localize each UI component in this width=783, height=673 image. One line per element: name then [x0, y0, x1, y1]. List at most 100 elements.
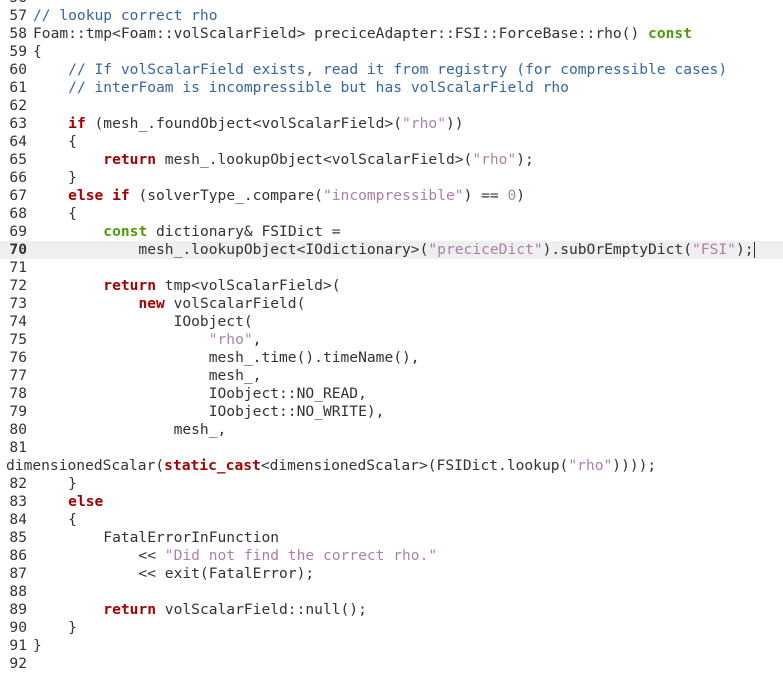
code-text: } — [33, 619, 77, 636]
code-text — [33, 115, 68, 132]
code-text: mesh_.time().timeName(), — [33, 349, 420, 366]
code-string: "Did not find the correct rho." — [164, 547, 438, 564]
code-text: ) == — [463, 187, 508, 204]
code-line-78[interactable]: 78 IOobject::NO_READ, — [0, 385, 783, 403]
code-line-90[interactable]: 90 } — [0, 619, 783, 637]
code-line-57[interactable]: 57 // lookup correct rho — [0, 7, 783, 25]
code-text: { — [33, 43, 42, 60]
code-text: } — [33, 637, 42, 654]
code-comment: // interFoam is incompressible but has v… — [68, 79, 569, 96]
code-line-59[interactable]: 59{ — [0, 43, 783, 61]
code-line-74[interactable]: 74 IOobject( — [0, 313, 783, 331]
line-number: 74 — [9, 313, 27, 330]
code-line-68[interactable]: 68 { — [0, 205, 783, 223]
line-number: 77 — [9, 367, 27, 384]
code-line-72[interactable]: 72 return tmp<volScalarField>( — [0, 277, 783, 295]
code-comment: // lookup correct rho — [33, 7, 218, 24]
code-text: { — [33, 133, 77, 150]
line-number: 75 — [9, 331, 27, 348]
code-line-60[interactable]: 60 // If volScalarField exists, read it … — [0, 61, 783, 79]
line-number: 62 — [9, 97, 27, 114]
code-line-83[interactable]: 83 else — [0, 493, 783, 511]
code-text — [33, 295, 138, 312]
code-line-61[interactable]: 61 // interFoam is incompressible but ha… — [0, 79, 783, 97]
code-text: } — [33, 169, 77, 186]
code-line-80[interactable]: 80 mesh_, — [0, 421, 783, 439]
code-line-62[interactable]: 62 — [0, 97, 783, 115]
code-text: mesh_.lookupObject<volScalarField>( — [156, 151, 473, 168]
code-line-85[interactable]: 85 FatalErrorInFunction — [0, 529, 783, 547]
code-line-67[interactable]: 67 else if (solverType_.compare("incompr… — [0, 187, 783, 205]
code-string: "FSI" — [692, 241, 736, 258]
code-text: )))); — [612, 457, 657, 474]
code-line-88[interactable]: 88 — [0, 583, 783, 601]
code-keyword: const — [648, 25, 692, 42]
code-keyword: if — [68, 115, 86, 132]
code-text: volScalarField::null(); — [156, 601, 367, 618]
code-line-79[interactable]: 79 IOobject::NO_WRITE), — [0, 403, 783, 421]
code-string: "rho" — [568, 457, 613, 474]
code-line-87[interactable]: 87 << exit(FatalError); — [0, 565, 783, 583]
code-text: )) — [445, 115, 464, 132]
line-number: 76 — [9, 349, 27, 366]
line-number: 81 — [9, 439, 27, 456]
code-text: <dimensionedScalar>(FSIDict.lookup( — [260, 457, 569, 474]
code-comment: // If volScalarField exists, read it fro… — [68, 61, 728, 78]
line-number: 83 — [9, 493, 27, 510]
line-number: 60 — [9, 61, 27, 78]
code-text: mesh_.lookupObject<IOdictionary>( — [33, 241, 429, 258]
code-text — [33, 61, 68, 78]
code-keyword: static_cast — [164, 457, 261, 474]
code-line-75[interactable]: 75 "rho", — [0, 331, 783, 349]
code-line-81[interactable]: 81 — [0, 439, 783, 457]
code-line-89[interactable]: 89 return volScalarField::null(); — [0, 601, 783, 619]
code-text — [33, 223, 103, 240]
code-text: dimensionedScalar( — [6, 457, 165, 474]
code-line-92[interactable]: 92 — [0, 655, 783, 673]
code-line-56[interactable]: 56 — [0, 0, 783, 7]
code-keyword: return — [103, 151, 157, 168]
code-line-65[interactable]: 65 return mesh_.lookupObject<volScalarFi… — [0, 151, 783, 169]
code-line-82[interactable]: 82 } — [0, 475, 783, 493]
code-line-63[interactable]: 63 if (mesh_.foundObject<volScalarField>… — [0, 115, 783, 133]
code-line-71[interactable]: 71 — [0, 259, 783, 277]
line-number: 70 — [9, 241, 27, 258]
line-number: 78 — [9, 385, 27, 402]
code-text: ) — [516, 187, 526, 204]
code-text: mesh_, — [33, 421, 227, 438]
line-number: 58 — [9, 25, 27, 42]
line-number: 91 — [9, 637, 27, 654]
code-line-wrapped[interactable]: dimensionedScalar(static_cast<dimensione… — [0, 457, 783, 475]
code-keyword: return — [103, 277, 157, 294]
line-number: 57 — [9, 7, 27, 24]
code-string: "incompressible" — [322, 187, 464, 204]
code-text: << exit(FatalError); — [33, 565, 315, 582]
code-keyword: else if — [68, 187, 130, 204]
code-text — [33, 331, 209, 348]
code-line-69[interactable]: 69 const dictionary& FSIDict = — [0, 223, 783, 241]
code-text: tmp<volScalarField>( — [156, 277, 341, 294]
code-text — [33, 151, 103, 168]
code-text: FatalErrorInFunction — [33, 529, 280, 546]
code-text: IOobject::NO_READ, — [33, 385, 367, 402]
line-number: 87 — [9, 565, 27, 582]
line-number: 73 — [9, 295, 27, 312]
code-text: { — [33, 511, 77, 528]
line-number: 88 — [9, 583, 27, 600]
code-text: IOobject::NO_WRITE), — [33, 403, 385, 420]
code-line-73[interactable]: 73 new volScalarField( — [0, 295, 783, 313]
code-line-86[interactable]: 86 << "Did not find the correct rho." — [0, 547, 783, 565]
code-text: Foam::tmp<Foam::volScalarField> preciceA… — [33, 25, 649, 42]
code-line-64[interactable]: 64 { — [0, 133, 783, 151]
line-number: 86 — [9, 547, 27, 564]
code-line-58[interactable]: 58 Foam::tmp<Foam::volScalarField> precic… — [0, 25, 783, 43]
code-line-76[interactable]: 76 mesh_.time().timeName(), — [0, 349, 783, 367]
line-number: 84 — [9, 511, 27, 528]
code-line-84[interactable]: 84 { — [0, 511, 783, 529]
code-line-70[interactable]: 70 mesh_.lookupObject<IOdictionary>("pre… — [0, 241, 783, 259]
code-text — [33, 187, 68, 204]
code-line-91[interactable]: 91} — [0, 637, 783, 655]
code-line-66[interactable]: 66 } — [0, 169, 783, 187]
code-line-77[interactable]: 77 mesh_, — [0, 367, 783, 385]
